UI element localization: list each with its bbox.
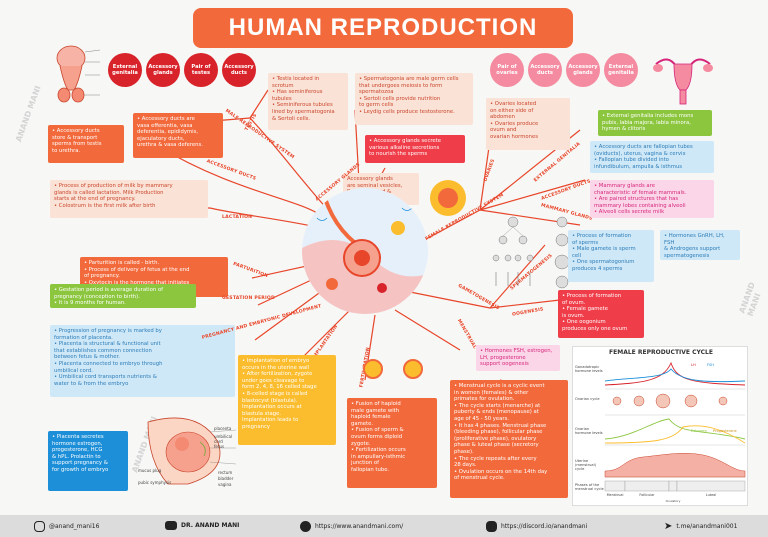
note-accessory-ducts: • Accessory ducts are fallopian tubes (o… xyxy=(590,141,714,173)
chart-row-label: Phases of the menstrual cycle xyxy=(575,483,604,491)
male-bubble-external-genitalia: External genitalia xyxy=(108,53,142,87)
chart-legend-estrogen: Estrogen xyxy=(691,429,707,433)
chart-row-label: Ovarian cycle xyxy=(575,397,600,401)
note-pregnancy: • Progression of pregnancy is marked by … xyxy=(50,325,235,397)
branch-label-gestation: GESTATION PERIOD xyxy=(222,296,276,301)
pregnant-uterus-diagram: mucus plug placenta umbilical cord fetus… xyxy=(138,412,238,492)
uterus-label: vagina xyxy=(218,482,232,487)
zygote-icon xyxy=(403,359,423,379)
uterus-label: rectum xyxy=(218,470,233,475)
uterus-label: pubic symphysis xyxy=(138,480,172,485)
note-mammary: • Mammary glands are characteristic of f… xyxy=(590,180,714,218)
note-spermatogonia: • Spermatogonia are male germ cells that… xyxy=(355,73,473,125)
page-title: HUMAN REPRODUCTION xyxy=(228,14,538,41)
uterus-label: mucus plug xyxy=(138,468,162,473)
note-external-genitalia: • External genitalia includes mons pubis… xyxy=(598,110,712,136)
footer-instagram[interactable]: @anand_mani16 xyxy=(34,521,99,532)
chart-phase-label: Menstrual xyxy=(606,493,624,497)
ovum-icon xyxy=(363,359,383,379)
fertilization-illustration xyxy=(355,355,435,387)
uterus-label: bladder xyxy=(218,476,234,481)
footer-discord[interactable]: https://discord.io/anandmani xyxy=(486,521,587,532)
female-cycle-chart-title: FEMALE REPRODUCTIVE CYCLE xyxy=(609,349,713,356)
footer-youtube[interactable]: DR. ANAND MANI xyxy=(165,521,239,530)
note-lactation: • Process of production of milk by mamma… xyxy=(50,180,208,218)
note-placenta-hormones: • Placenta secretes hormone estrogen, pr… xyxy=(48,431,128,491)
male-bubble-accessory-ducts: Accessory ducts xyxy=(222,53,256,87)
footer-bar xyxy=(0,515,768,537)
oogenesis-diagram xyxy=(540,212,584,292)
note-menstrual-hormones: • Hormones FSH, estrogen, LH, progestero… xyxy=(476,345,560,371)
footer-website[interactable]: https://www.anandmani.com/ xyxy=(300,521,403,532)
telegram-icon: ➤ xyxy=(664,521,673,532)
male-organ-diagram xyxy=(40,40,102,110)
female-bubble-accessory-glands: Accessory glands xyxy=(566,53,600,87)
branch-label-lactation: LACTATION xyxy=(222,215,253,220)
note-fertilization: • Fusion of haploid male gamete with hap… xyxy=(347,398,437,488)
female-bubble-external-genitalia: External genitalia xyxy=(604,53,638,87)
footer-discord-label: https://discord.io/anandmani xyxy=(501,523,588,530)
note-male-ducts-list: • Accessory ducts are vasa efferentia, v… xyxy=(133,113,223,158)
footer-telegram-label: t.me/anandmani001 xyxy=(676,523,738,530)
youtube-icon xyxy=(165,521,177,530)
male-bubble-accessory-glands: Accessory glands xyxy=(146,53,180,87)
blastocyst-illustration xyxy=(430,180,466,216)
chart-legend-lh: LH xyxy=(691,363,696,367)
chart-legend-progesterone: Progesterone xyxy=(713,429,737,433)
note-glands-secrete: • Accessory glands secrete various alkal… xyxy=(365,135,465,163)
uterus-label: umbilical cord xyxy=(214,434,233,444)
chart-phase-label: Ovulatory xyxy=(665,499,681,503)
note-implantation: • Implantation of embryo occurs in the u… xyxy=(238,355,336,445)
spermatogenesis-diagram xyxy=(490,212,536,292)
female-cycle-chart: FEMALE REPRODUCTIVE CYCLE Gonadotropic h… xyxy=(572,346,748,506)
footer-telegram[interactable]: ➤ t.me/anandmani001 xyxy=(664,521,737,532)
instagram-icon xyxy=(34,521,45,532)
page-title-banner: HUMAN REPRODUCTION xyxy=(193,8,573,48)
note-sperm-hormones: • Hormones GnRH, LH, FSH & Androgens sup… xyxy=(660,230,740,260)
chart-phase-label: Follicular xyxy=(639,493,655,497)
chart-phase-label: Luteal xyxy=(705,493,717,497)
note-ovaries: • Ovaries located on either side of abdo… xyxy=(486,98,570,150)
chart-row-label: Gonadotropic hormone levels xyxy=(575,365,603,373)
blastocyst-core xyxy=(438,188,458,208)
male-bubble-pair-of-testes: Pair of testes xyxy=(184,53,218,87)
female-bubble-accessory-ducts: Accessory ducts xyxy=(528,53,562,87)
central-illustration xyxy=(302,188,428,314)
footer-youtube-label: DR. ANAND MANI xyxy=(181,522,240,529)
female-bubble-pair-of-ovaries: Pair of ovaries xyxy=(490,53,524,87)
note-male-ducts-store: • Accessory ducts store & transport sper… xyxy=(48,125,124,163)
discord-icon xyxy=(486,521,497,532)
note-oogenesis: • Process of formation of ovum. • Female… xyxy=(558,290,644,338)
chart-row-label: Uterine (menstrual) cycle xyxy=(575,459,597,471)
uterus-label: placenta xyxy=(214,426,232,431)
note-gestation: • Gestation period is average duration o… xyxy=(50,284,196,308)
footer-instagram-label: @anand_mani16 xyxy=(49,523,100,530)
uterus-label: fetus xyxy=(214,444,225,449)
footer-website-label: https://www.anandmani.com/ xyxy=(315,523,404,530)
globe-icon xyxy=(300,521,311,532)
chart-row-label: Ovarian hormone levels xyxy=(575,427,603,435)
note-testis: • Testis located in scrotum • Has semini… xyxy=(268,73,348,130)
note-spermatogenesis: • Process of formation of sperms • Male … xyxy=(568,230,654,282)
note-menstrual: • Menstrual cycle is a cyclic event in w… xyxy=(450,380,568,498)
chart-legend-fsh: FSH xyxy=(707,363,714,367)
female-organ-diagram xyxy=(650,48,716,108)
